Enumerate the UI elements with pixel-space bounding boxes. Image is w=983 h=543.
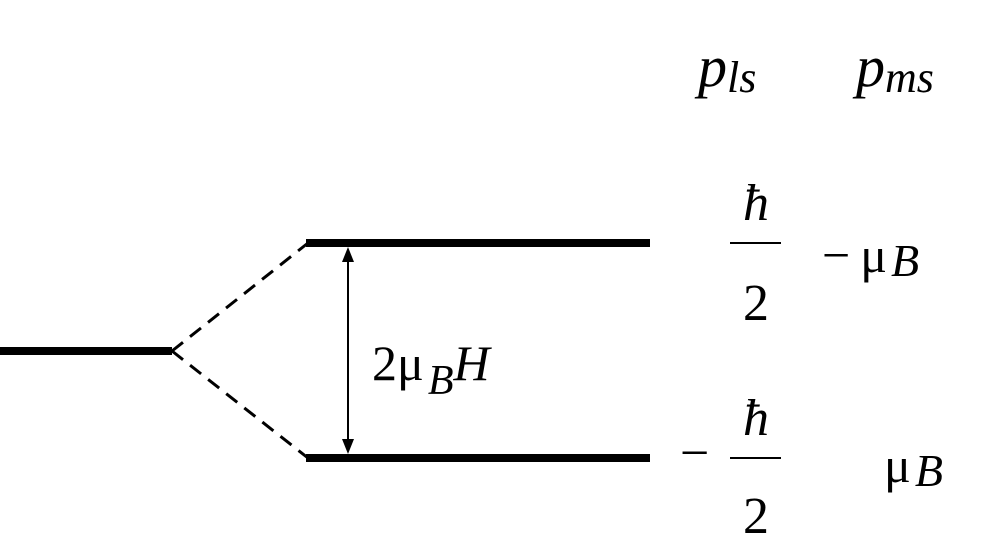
energy-gap-arrow-head-down (342, 439, 354, 454)
energy-gap-label: 2μBH (372, 335, 492, 404)
split-dashed-line-lower (171, 349, 309, 460)
upper-ms-mu: μ (860, 227, 887, 283)
lower-ms-moment: μB (884, 437, 943, 496)
lower-ms-sub: B (915, 445, 943, 496)
lower-ls-sign: − (680, 425, 709, 482)
header-p-ms: pms (852, 34, 934, 102)
upper-ls-numerator: ħ (743, 175, 769, 232)
lower-ls-denominator: 2 (743, 488, 769, 543)
lower-ls-numerator: ħ (743, 390, 769, 447)
lower-ms-mu: μ (884, 437, 911, 493)
upper-ls-denominator: 2 (743, 275, 769, 332)
header-p-ls: pls (694, 34, 756, 102)
gap-mu-sub: B (428, 358, 454, 404)
header-p-ls-symbol: p (694, 34, 727, 99)
upper-ms-sign: − (822, 227, 850, 283)
energy-gap-arrow-head-up (342, 247, 354, 262)
upper-ms-sub: B (891, 235, 919, 286)
header-p-ms-symbol: p (852, 34, 885, 99)
split-dashed-line-upper (171, 241, 309, 353)
gap-field: H (452, 335, 492, 391)
header-p-ls-sub: ls (727, 53, 756, 102)
gap-mu: μ (397, 335, 424, 391)
header-p-ms-sub: ms (885, 53, 934, 102)
gap-coef: 2 (372, 335, 397, 391)
upper-ms-moment: −μB (822, 227, 919, 286)
